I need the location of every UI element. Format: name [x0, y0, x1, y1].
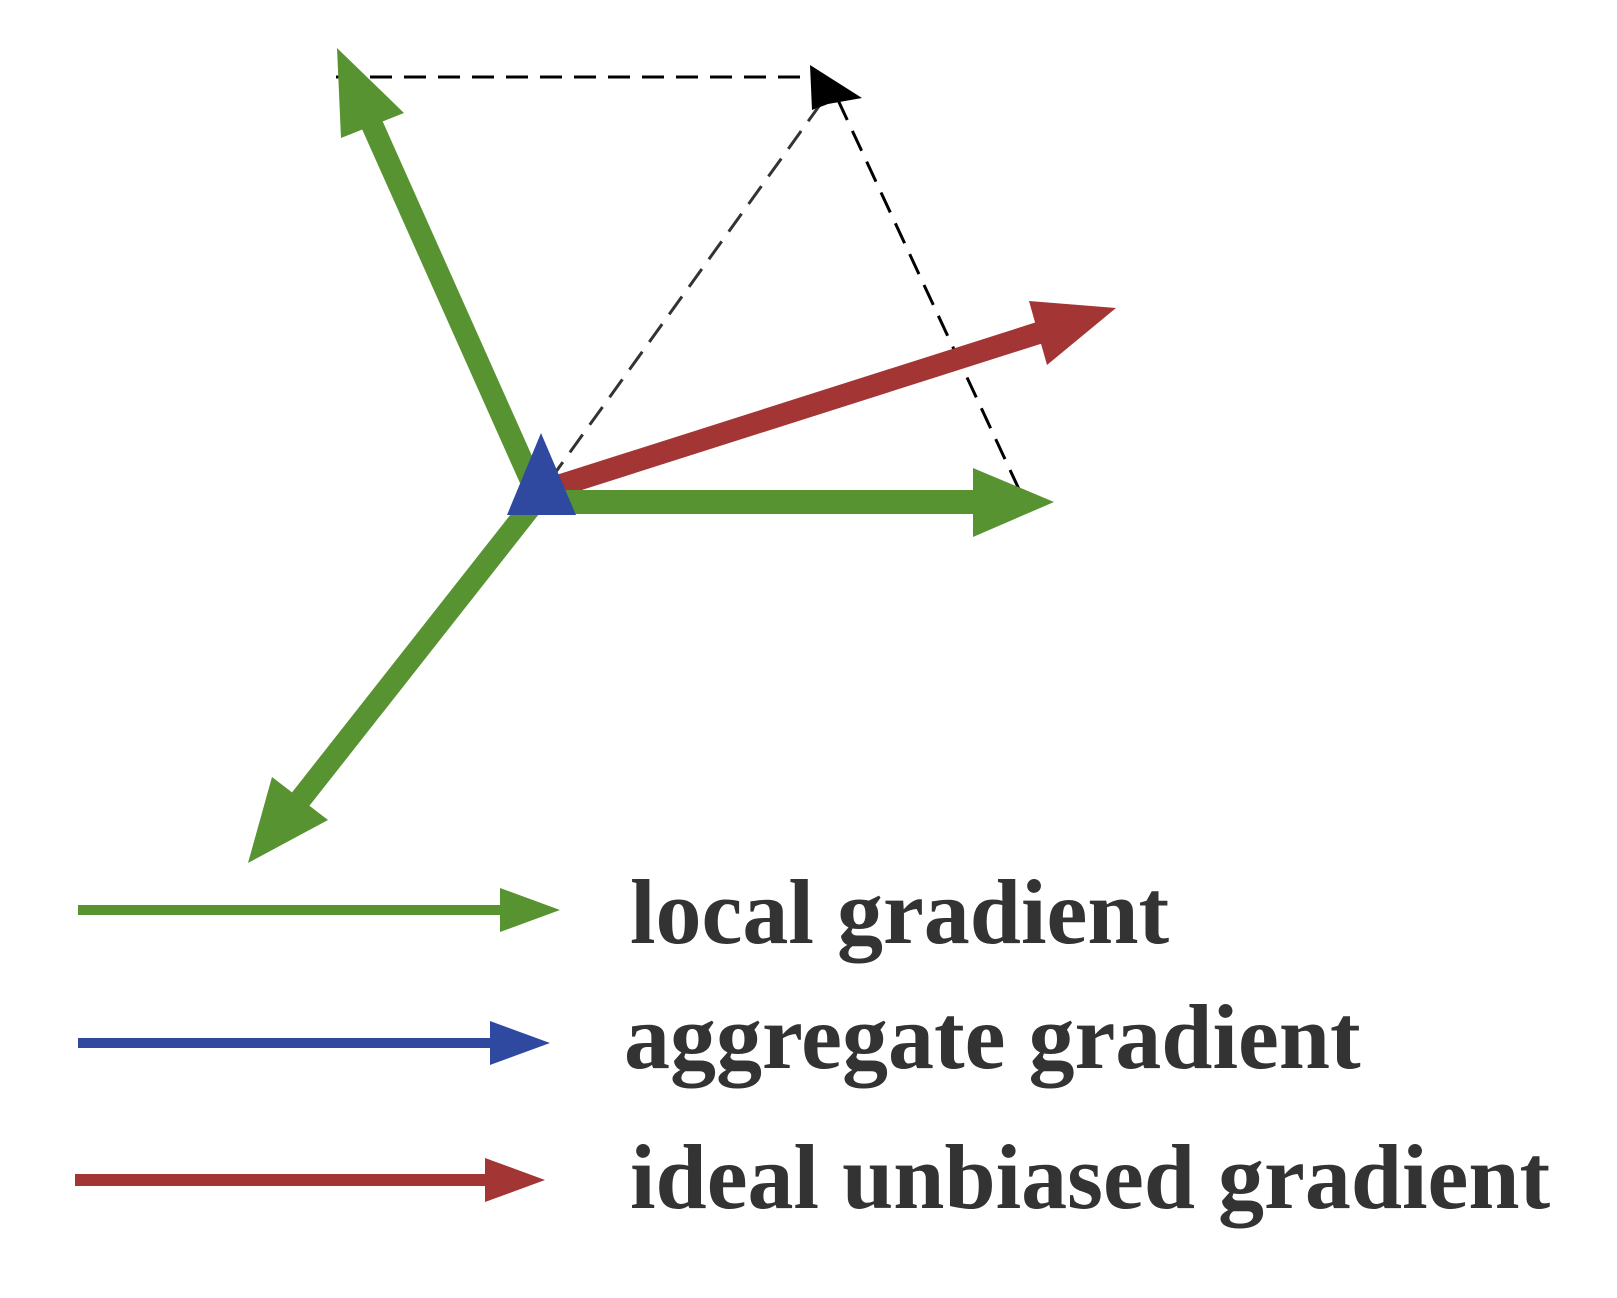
construction-arrowhead	[810, 65, 862, 110]
legend: local gradient aggregate gradient ideal …	[75, 861, 1551, 1228]
local-gradient-head-down-left	[248, 777, 328, 863]
legend-item-aggregate: aggregate gradient	[78, 986, 1361, 1088]
legend-arrow-aggregate-head	[490, 1021, 550, 1065]
legend-arrow-ideal-head	[485, 1158, 545, 1202]
local-gradient-shaft-down-left	[291, 493, 545, 807]
construction-lines	[336, 75, 1026, 501]
local-gradient-head-up-left	[337, 48, 404, 138]
ideal-gradient-arrow	[532, 301, 1116, 504]
dashed-line-diagonal	[548, 101, 824, 481]
legend-label-ideal: ideal unbiased gradient	[630, 1126, 1551, 1228]
local-gradient-shaft-up-left	[359, 115, 547, 497]
legend-item-local: local gradient	[78, 861, 1170, 963]
local-gradient-arrow-down-left	[248, 493, 545, 863]
legend-label-aggregate: aggregate gradient	[624, 986, 1361, 1088]
ideal-gradient-shaft	[532, 319, 1052, 504]
legend-arrow-local-head	[500, 888, 560, 932]
legend-label-local: local gradient	[630, 861, 1170, 963]
dashed-line-right	[836, 99, 1026, 501]
legend-item-ideal: ideal unbiased gradient	[75, 1126, 1551, 1228]
aggregate-gradient-marker	[507, 433, 576, 515]
local-gradient-head-right	[973, 468, 1054, 537]
local-gradient-arrow-up-left	[337, 48, 547, 497]
local-gradient-arrow-right	[536, 468, 1054, 537]
ideal-gradient-head	[1029, 301, 1116, 365]
